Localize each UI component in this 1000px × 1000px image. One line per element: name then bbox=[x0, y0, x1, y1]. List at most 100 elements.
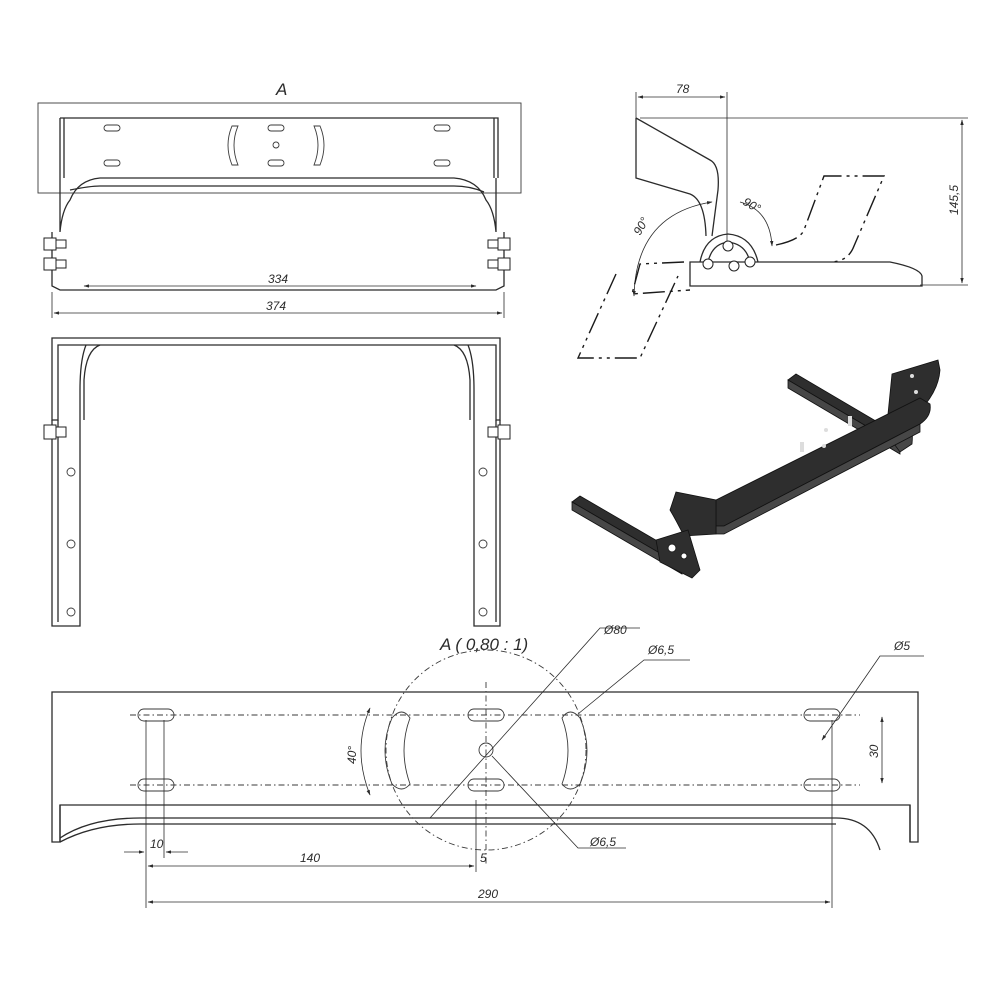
slot bbox=[103, 159, 121, 167]
bolt-circle bbox=[385, 649, 587, 851]
leg-hole bbox=[66, 467, 76, 477]
iso-hole bbox=[914, 390, 918, 394]
iso-hole bbox=[910, 374, 914, 378]
dim-145: 145,5 bbox=[947, 185, 961, 215]
bolt-nut bbox=[497, 424, 511, 440]
detail-plate-sides bbox=[59, 805, 911, 842]
bolt-nut bbox=[487, 239, 499, 249]
angle-right: 90° bbox=[741, 194, 764, 215]
leader-dia-6-5-top bbox=[577, 659, 690, 715]
iso-pivot-housing bbox=[655, 529, 701, 579]
view-a-label: A bbox=[275, 80, 287, 99]
phantom-right-arm bbox=[775, 175, 886, 263]
top-plate-outline bbox=[59, 117, 499, 178]
pivot-bolt bbox=[728, 260, 740, 272]
dim-334: 334 bbox=[268, 272, 288, 286]
bolt-nut bbox=[55, 259, 67, 269]
dim-374: 374 bbox=[266, 299, 286, 313]
slot bbox=[803, 778, 841, 792]
iso-arm bbox=[669, 491, 717, 537]
slot bbox=[137, 778, 175, 792]
u-inner-curve bbox=[79, 344, 475, 420]
pivot-bolt bbox=[744, 256, 756, 268]
leg-hole bbox=[478, 467, 488, 477]
bolt-nut bbox=[43, 237, 57, 251]
detail-plate bbox=[51, 691, 919, 843]
dia-5: Ø5 bbox=[893, 639, 910, 653]
bolt-nut bbox=[55, 239, 67, 249]
phantom-left-arm bbox=[576, 273, 679, 359]
slot bbox=[267, 159, 285, 167]
detail-lower-curve bbox=[59, 817, 881, 851]
iso-base-rail-side bbox=[571, 501, 683, 575]
bracket-body bbox=[59, 177, 497, 233]
iso-main-bar-side bbox=[715, 423, 921, 535]
arc-slot-right bbox=[313, 125, 325, 166]
slot bbox=[267, 124, 285, 132]
side-view: 78 145,5 90° 90° bbox=[576, 82, 968, 359]
iso-hole bbox=[822, 444, 826, 448]
angle-left: 90° bbox=[630, 215, 651, 238]
iso-pivot-bolt bbox=[680, 552, 688, 560]
u-bracket-view bbox=[43, 337, 511, 627]
bolt-nut bbox=[43, 424, 57, 440]
u-inner-curve-2 bbox=[83, 344, 471, 420]
iso-pivot-bolt bbox=[667, 543, 677, 553]
angle-arc-left bbox=[632, 201, 713, 297]
isometric-view bbox=[571, 359, 941, 579]
pivot-bolt bbox=[702, 258, 714, 270]
dim-290: 290 bbox=[477, 887, 498, 901]
slot bbox=[433, 124, 451, 132]
angle-40: 40° bbox=[345, 746, 359, 764]
dia-80: Ø80 bbox=[603, 623, 627, 637]
bolt-nut bbox=[487, 259, 499, 269]
iso-slot bbox=[848, 416, 852, 426]
iso-hole bbox=[824, 428, 828, 432]
detail-a-label: A ( 0,80 : 1) bbox=[439, 635, 528, 654]
angle-arc-40 bbox=[360, 707, 371, 796]
leg-hole bbox=[66, 607, 76, 617]
top-plate-flanges bbox=[63, 118, 495, 178]
detail-a-frame bbox=[37, 102, 522, 194]
bracket-lower bbox=[51, 232, 505, 291]
center-hole bbox=[272, 141, 280, 149]
slot bbox=[137, 708, 175, 722]
leg-hole bbox=[478, 607, 488, 617]
iso-main-bar bbox=[715, 397, 931, 527]
u-legs bbox=[51, 420, 501, 627]
arc-slot-left bbox=[227, 125, 239, 166]
bolt-nut bbox=[487, 426, 499, 438]
side-arm bbox=[635, 117, 719, 237]
dia-6-5-top: Ø6,5 bbox=[647, 643, 674, 657]
leg-hole bbox=[66, 539, 76, 549]
leader-dia-80 bbox=[429, 627, 640, 819]
dia-6-5-bottom: Ø6,5 bbox=[589, 835, 616, 849]
u-leg-inner bbox=[57, 420, 497, 622]
dim-140: 140 bbox=[300, 851, 320, 865]
arc-slot-right bbox=[561, 711, 588, 790]
iso-slot bbox=[800, 442, 804, 452]
arc-slot-left bbox=[384, 711, 411, 790]
bolt-nut bbox=[55, 426, 67, 438]
u-top-bar bbox=[51, 337, 501, 421]
slot bbox=[467, 708, 505, 722]
angle-arc-right bbox=[739, 201, 774, 247]
dim-78: 78 bbox=[676, 82, 690, 96]
slot bbox=[467, 778, 505, 792]
slot bbox=[433, 159, 451, 167]
leader-dia-6-5-bottom bbox=[491, 755, 626, 849]
slot bbox=[103, 124, 121, 132]
phantom-left-base bbox=[631, 261, 691, 295]
bolt-nut bbox=[43, 257, 57, 271]
dim-5: 5 bbox=[480, 851, 487, 865]
bolt-nut bbox=[497, 237, 511, 251]
dim-10: 10 bbox=[150, 837, 164, 851]
base-plate bbox=[689, 261, 923, 287]
bracket-inner-line bbox=[69, 185, 485, 193]
bolt-nut bbox=[497, 257, 511, 271]
dim-30: 30 bbox=[867, 744, 881, 758]
front-view-top: A 334 374 bbox=[37, 80, 522, 318]
center-hole bbox=[478, 742, 494, 758]
pivot-bolt bbox=[722, 240, 734, 252]
